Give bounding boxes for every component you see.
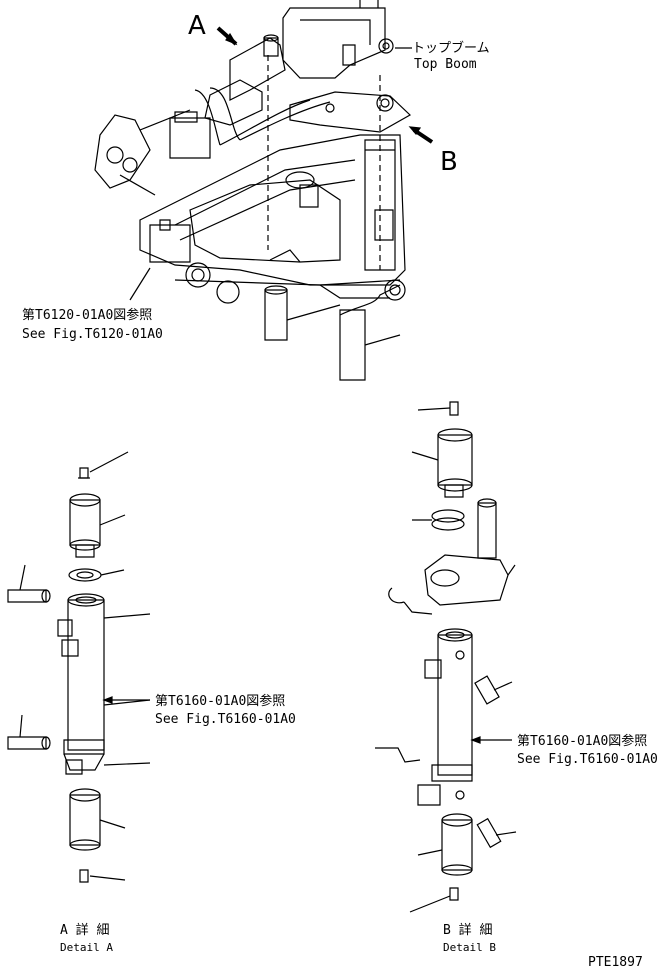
ref-fig-6160-a-en: See Fig.T6160-01A0 (155, 712, 296, 727)
detail-b-en: Detail B (443, 941, 496, 954)
drawing-id: PTE1897 (588, 955, 643, 970)
view-arrow-b (410, 127, 432, 142)
ref-fig-6120-jp: 第T6120-01A0図参照 (22, 307, 152, 323)
view-label-a: A (188, 11, 206, 41)
ref-fig-6160-b-jp: 第T6160-01A0図参照 (517, 733, 647, 749)
top-boom-jp: トップブーム (412, 40, 490, 56)
view-arrow-a (218, 28, 236, 44)
ref-fig-6120-en: See Fig.T6120-01A0 (22, 327, 163, 342)
detail-b-jp: B 詳 細 (443, 922, 492, 938)
detail-b-drawing (375, 402, 516, 912)
detail-a-drawing (8, 452, 150, 882)
ref-fig-6160-a-jp: 第T6160-01A0図参照 (155, 693, 285, 709)
view-label-b: B (440, 147, 458, 177)
boom-assembly-drawing (95, 0, 410, 380)
detail-a-en: Detail A (60, 941, 113, 954)
ref-fig-6160-b-en: See Fig.T6160-01A0 (517, 752, 658, 767)
top-boom-en: Top Boom (414, 57, 477, 72)
leader-fig-6120 (130, 268, 150, 300)
detail-a-jp: A 詳 細 (60, 922, 109, 938)
